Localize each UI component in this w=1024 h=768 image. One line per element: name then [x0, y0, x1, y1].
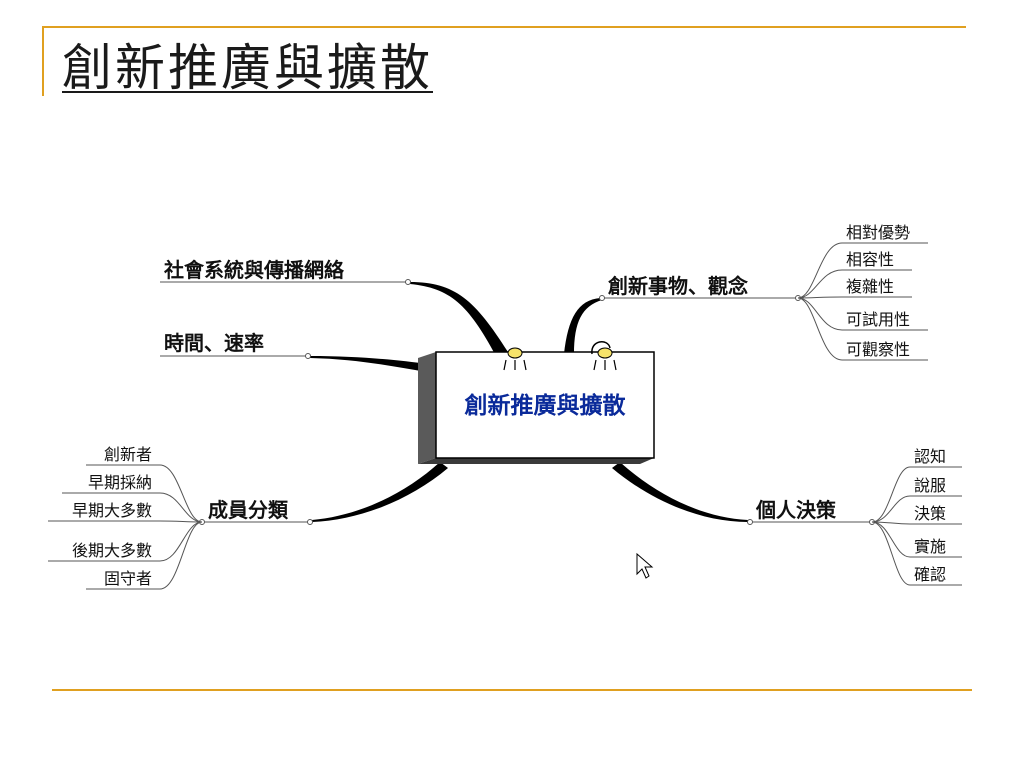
branch-innovation: 創新事物、觀念 — [599, 274, 801, 301]
svg-text:實施: 實施 — [914, 537, 946, 556]
leaf-item: 說服 — [910, 476, 962, 497]
frame-left-line — [42, 26, 44, 96]
leaf-item: 可試用性 — [842, 310, 928, 331]
leaf-item: 實施 — [910, 537, 962, 558]
center-label: 創新推廣與擴散 — [465, 392, 626, 419]
leaf-item: 可觀察性 — [842, 340, 928, 361]
svg-text:相對優勢: 相對優勢 — [846, 223, 910, 242]
svg-text:固守者: 固守者 — [104, 569, 152, 588]
leaf-connectors — [159, 242, 911, 590]
branch-members: 成員分類 — [199, 498, 313, 525]
branch-curves — [310, 282, 748, 522]
svg-text:說服: 說服 — [914, 476, 946, 495]
leaf-item: 相對優勢 — [842, 223, 928, 244]
lamp-icon — [503, 347, 527, 371]
member-leaves: 創新者 早期採納 早期大多數 後期大多數 固守者 — [48, 445, 160, 590]
leaf-item: 確認 — [910, 565, 962, 586]
svg-text:複雜性: 複雜性 — [846, 277, 894, 296]
leaf-item: 創新者 — [86, 445, 160, 466]
leaf-item: 固守者 — [86, 569, 160, 590]
svg-text:認知: 認知 — [914, 447, 946, 466]
decision-leaves: 認知 說服 決策 實施 確認 — [910, 447, 962, 586]
leaf-item: 複雜性 — [842, 277, 912, 298]
svg-text:早期大多數: 早期大多數 — [72, 501, 152, 520]
svg-text:早期採納: 早期採納 — [88, 473, 152, 492]
branch-label-members: 成員分類 — [208, 498, 289, 522]
svg-text:可觀察性: 可觀察性 — [846, 340, 910, 359]
leaf-item: 認知 — [910, 447, 962, 468]
leaf-item: 早期採納 — [62, 473, 160, 494]
svg-text:確認: 確認 — [914, 565, 946, 584]
branch-decision: 個人決策 — [747, 498, 875, 525]
svg-text:創新者: 創新者 — [104, 445, 152, 464]
frame-top-line — [42, 26, 966, 28]
mouse-cursor-icon — [636, 552, 654, 579]
branch-label-time: 時間、速率 — [164, 331, 264, 355]
svg-text:相容性: 相容性 — [846, 250, 894, 269]
leaf-item: 後期大多數 — [48, 541, 160, 562]
slide-title: 創新推廣與擴散 — [62, 39, 433, 97]
leaf-item: 相容性 — [842, 250, 912, 271]
innovation-leaves: 相對優勢 相容性 複雜性 可試用性 可觀察性 — [842, 223, 928, 361]
branch-time: 時間、速率 — [160, 331, 311, 359]
lamp-icon — [591, 341, 617, 371]
branch-label-decision: 個人決策 — [755, 498, 837, 522]
svg-text:決策: 決策 — [914, 504, 946, 523]
branch-label-innovation: 創新事物、觀念 — [607, 274, 748, 298]
center-box: 創新推廣與擴散 — [418, 351, 655, 464]
branch-social: 社會系統與傳播網絡 — [160, 258, 411, 285]
svg-text:可試用性: 可試用性 — [846, 310, 910, 329]
leaf-item: 早期大多數 — [48, 501, 160, 522]
branch-label-social: 社會系統與傳播網絡 — [163, 258, 345, 282]
frame-bottom-line — [52, 689, 972, 691]
leaf-item: 決策 — [910, 504, 962, 525]
svg-text:後期大多數: 後期大多數 — [72, 541, 152, 560]
